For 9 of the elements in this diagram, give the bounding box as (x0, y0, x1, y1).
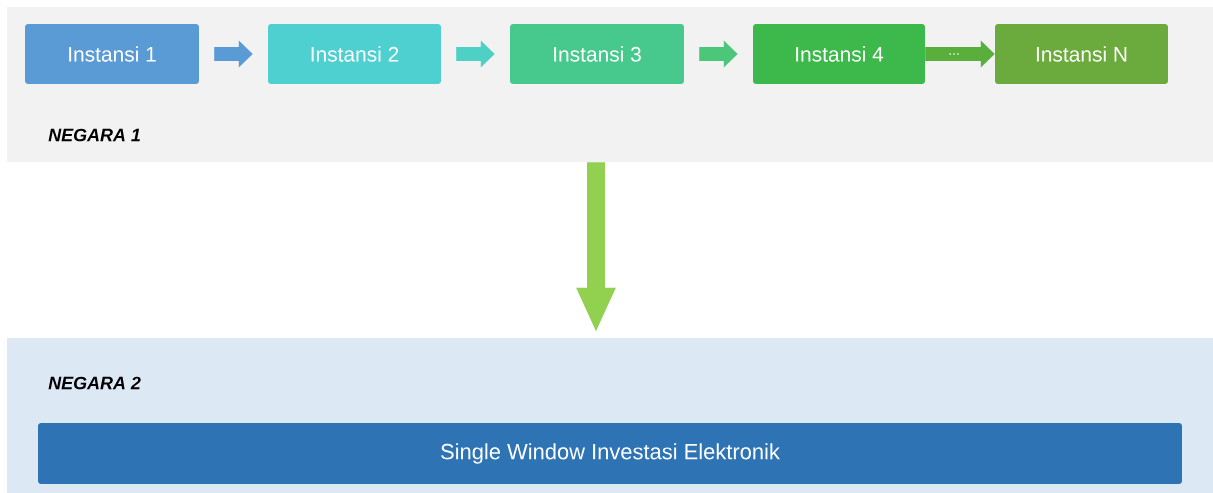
process-box: Instansi 2 (268, 24, 441, 84)
process-box: Instansi 3 (510, 24, 684, 84)
panel-label: NEGARA 1 (48, 128, 140, 142)
edge-label: ... (947, 52, 961, 56)
panel-label: NEGARA 2 (48, 376, 141, 390)
process-box: Instansi 1 (25, 24, 199, 84)
process-box: Instansi N (995, 24, 1168, 84)
process-box: Instansi 4 (753, 24, 925, 84)
process-box: Single Window Investasi Elektronik (38, 423, 1182, 484)
